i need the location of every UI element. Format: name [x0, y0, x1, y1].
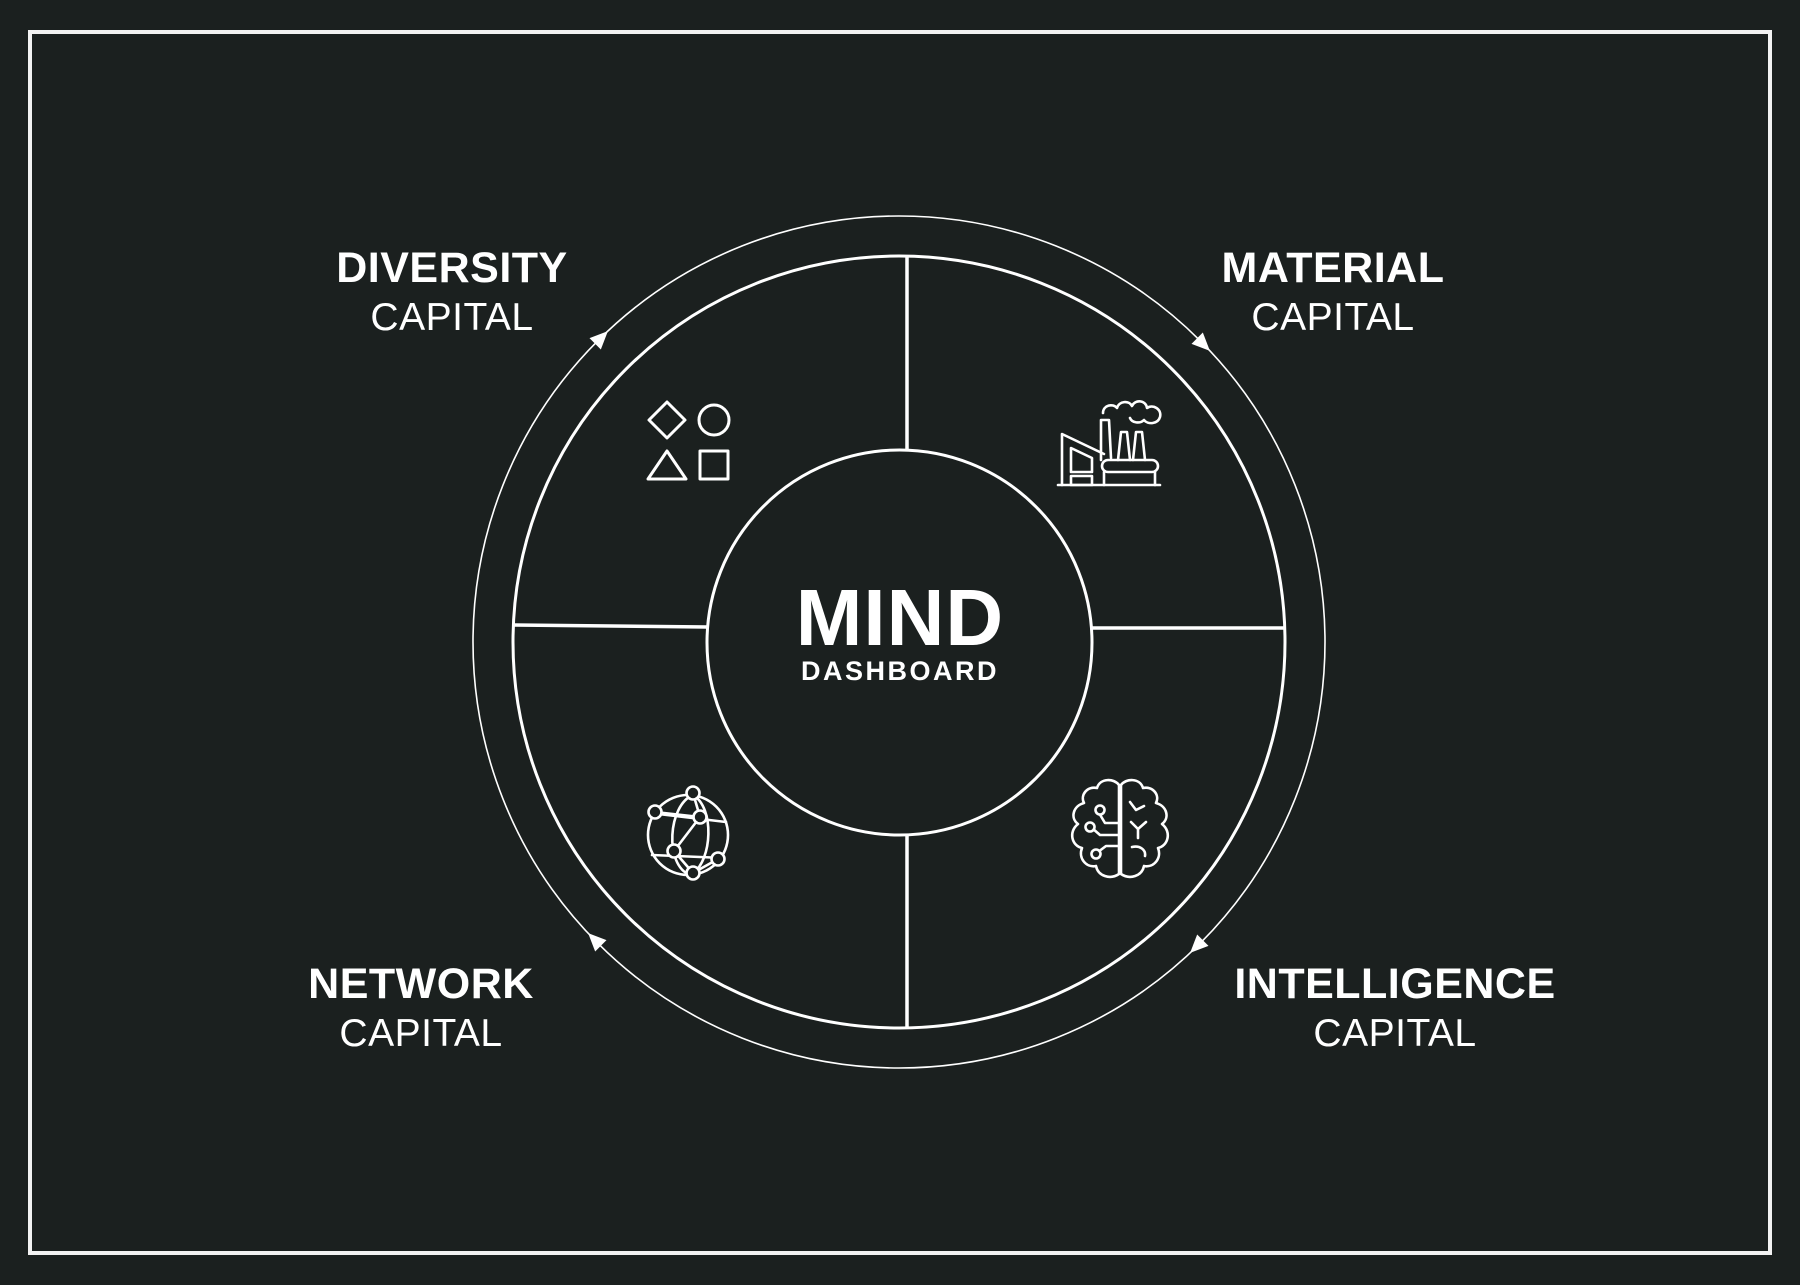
quadrant-title: INTELLIGENCE: [1234, 960, 1556, 1008]
label-material-capital: MATERIAL CAPITAL: [1221, 244, 1445, 339]
label-intelligence-capital: INTELLIGENCE CAPITAL: [1234, 960, 1556, 1055]
shapes-icon: [646, 400, 731, 481]
quadrant-subtitle: CAPITAL: [339, 1012, 503, 1055]
quadrant-subtitle: CAPITAL: [370, 296, 534, 339]
quadrant-subtitle: CAPITAL: [1251, 296, 1415, 339]
arrow-icon: [589, 331, 608, 350]
arrow-icon: [588, 933, 607, 952]
center-hub-circle: [705, 448, 1094, 837]
outer-frame-border: [28, 30, 1772, 1255]
label-diversity-capital: DIVERSITY CAPITAL: [336, 244, 568, 339]
center-title: MIND: [795, 573, 1005, 662]
factory-icon: [1056, 400, 1162, 487]
quadrant-dividers: [513, 257, 1284, 1027]
label-network-capital: NETWORK CAPITAL: [308, 960, 534, 1055]
quadrant-title: DIVERSITY: [336, 244, 568, 292]
network-globe-icon: [646, 785, 730, 881]
quadrant-title: NETWORK: [308, 960, 534, 1008]
brain-circuit-icon: [1070, 778, 1170, 879]
quadrant-title: MATERIAL: [1221, 244, 1445, 292]
cycle-arrows: [588, 331, 1210, 953]
center-subtitle: DASHBOARD: [801, 656, 999, 686]
arrow-icon: [1191, 332, 1210, 351]
quadrant-subtitle: CAPITAL: [1313, 1012, 1477, 1055]
divider-left: [513, 623, 708, 629]
arrow-icon: [1190, 934, 1209, 953]
cycle-ring: [472, 215, 1326, 1069]
wheel-outer-circle: [511, 254, 1287, 1030]
